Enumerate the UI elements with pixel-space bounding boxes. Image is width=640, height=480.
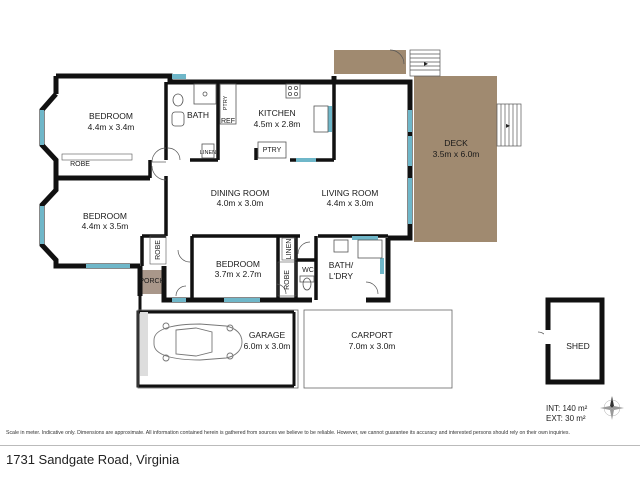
garage-size: 6.0m x 3.0m	[244, 341, 291, 351]
external-area: EXT: 30 m²	[546, 414, 586, 423]
bedroom1-name: BEDROOM	[89, 111, 133, 121]
disclaimer: Scale in meter. Indicative only. Dimensi…	[6, 430, 570, 436]
fixture-labels: ROBE REF PTRY WC PORCH ROBE ROBE LINEN P…	[70, 95, 314, 290]
linen-label: LINEN	[286, 239, 293, 260]
divider	[0, 445, 640, 446]
exterior-walls	[39, 73, 413, 303]
room-labels: BEDROOM 4.4m x 3.4m BATH KITCHEN 4.5m x …	[82, 108, 590, 351]
bedroom1-size: 4.4m x 3.4m	[88, 122, 135, 132]
robe-label-2: ROBE	[155, 240, 162, 260]
bath-fixtures	[171, 83, 383, 291]
robe-label-3: ROBE	[284, 270, 291, 290]
dining-size: 4.0m x 3.0m	[217, 198, 264, 208]
ref-label: REF	[221, 118, 235, 125]
bedroom3-size: 3.7m x 2.7m	[215, 269, 262, 279]
bedroom2-size: 4.4m x 3.5m	[82, 221, 129, 231]
compass-icon	[600, 396, 624, 420]
porch-floor	[140, 270, 164, 294]
garage-name: GARAGE	[249, 330, 286, 340]
bath-name: BATH	[187, 110, 209, 120]
living-size: 4.4m x 3.0m	[327, 198, 374, 208]
doors	[151, 49, 549, 343]
deck	[334, 50, 497, 242]
living-name: LIVING ROOM	[322, 188, 379, 198]
pantry-label: PTRY	[263, 147, 282, 154]
linen-label-2: LINEN	[200, 150, 216, 156]
internal-area: INT: 140 m²	[546, 404, 588, 413]
robe-label: ROBE	[70, 161, 90, 168]
deck-name: DECK	[444, 138, 468, 148]
robe-lines	[61, 153, 297, 297]
bath-ldry-name-line2: L'DRY	[329, 271, 353, 281]
kitchen-name: KITCHEN	[258, 108, 295, 118]
deck-steps-right	[496, 103, 522, 147]
kitchen-size: 4.5m x 2.8m	[254, 119, 301, 129]
garage-carport	[136, 296, 453, 389]
bedroom3-name: BEDROOM	[216, 259, 260, 269]
floor-plan: ▸ ▸	[39, 49, 624, 420]
car-icon	[153, 322, 243, 362]
bedroom2-name: BEDROOM	[83, 211, 127, 221]
property-address: 1731 Sandgate Road, Virginia	[6, 452, 180, 467]
kitchen-fixtures	[219, 83, 329, 159]
carport-name: CARPORT	[351, 330, 392, 340]
deck-steps-top	[409, 49, 441, 77]
pantry-label-2: PTRY	[223, 95, 229, 110]
shed	[544, 297, 605, 385]
windows	[40, 74, 412, 302]
arrow-icon: ▸	[506, 121, 510, 130]
deck-size: 3.5m x 6.0m	[433, 149, 480, 159]
porch-label: PORCH	[139, 278, 164, 285]
carport-size: 7.0m x 3.0m	[349, 341, 396, 351]
dining-name: DINING ROOM	[211, 188, 270, 198]
shed-name: SHED	[566, 341, 590, 351]
wc-label: WC	[302, 267, 314, 274]
arrow-icon: ▸	[424, 59, 428, 68]
bath-ldry-name-line1: BATH/	[329, 260, 354, 270]
